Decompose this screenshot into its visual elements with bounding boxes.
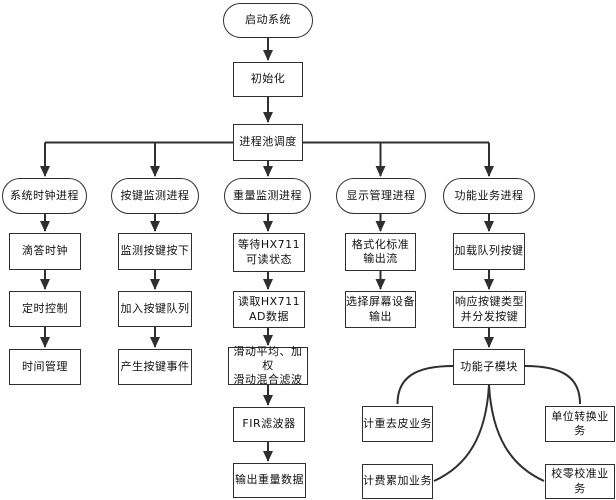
node-tick-clock: 滴答时钟 [9,233,81,270]
node-hybrid-filter: 滑动平均、加权 滑动混合滤波 [228,345,308,386]
node-scheduler: 进程池调度 [233,124,303,161]
curve-submodule-calibration [488,384,545,482]
node-clock-process: 系统时钟进程 [2,178,87,214]
node-tare-business: 计重去皮业务 [362,406,433,442]
node-time-management: 时间管理 [9,349,81,385]
node-screen-output: 选择屏幕设备 输出 [345,291,416,328]
node-fir-filter: FIR滤波器 [233,407,305,442]
node-func-process: 功能业务进程 [443,178,535,214]
node-enqueue-key: 加入按键队列 [118,291,192,327]
node-format-stdout: 格式化标准 输出流 [345,233,416,271]
curve-submodule-tare [396,365,454,405]
node-wait-hx711: 等待HX711 可读状态 [233,233,305,272]
node-key-event: 产生按键事件 [118,349,192,385]
node-display-process: 显示管理进程 [336,178,426,214]
node-key-process: 按键监测进程 [111,178,199,214]
curve-submodule-unit [524,365,581,405]
node-detect-keypress: 监测按键按下 [118,233,192,270]
node-weight-process: 重量监测进程 [224,178,311,214]
node-dispatch-keys: 响应按键类型 并分发按键 [453,291,526,328]
node-read-hx711: 读取HX711 AD数据 [233,291,305,328]
node-start: 启动系统 [223,3,313,38]
node-init: 初始化 [233,62,303,97]
node-weight-output: 输出重量数据 [233,463,306,498]
node-load-key-queue: 加载队列按键 [453,233,525,270]
node-timing-control: 定时控制 [9,291,81,327]
curve-submodule-billing [433,384,490,482]
node-func-submodule: 功能子模块 [453,349,525,385]
node-calibration-business: 校零校准业务 [545,464,615,499]
node-billing-business: 计费累加业务 [362,464,433,499]
node-unit-conversion-business: 单位转换业务 [545,406,615,442]
